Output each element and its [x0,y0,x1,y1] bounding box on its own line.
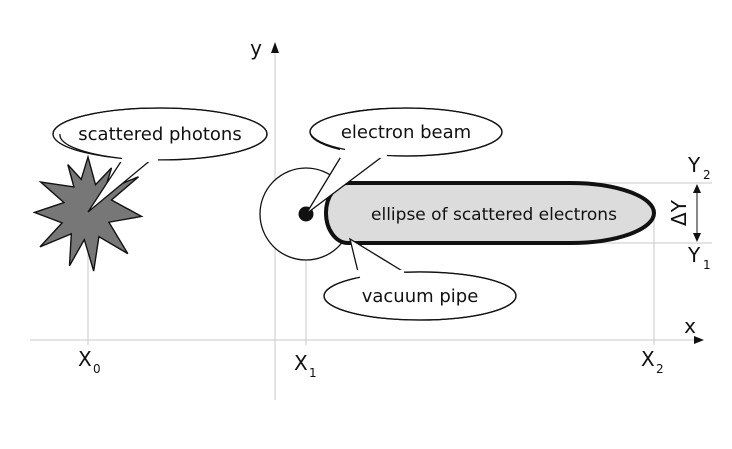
x2-marker: X 2 [641,347,664,376]
x-axis-arrowhead [694,336,704,344]
callout-vacuum-pipe: vacuum pipe [323,237,517,321]
svg-text:1: 1 [309,366,317,380]
x-axis-label: x [684,314,696,338]
x0-marker: X 0 [78,347,101,376]
delta-y-label: ΔY [667,199,691,226]
svg-text:X: X [294,351,308,375]
svg-text:1: 1 [703,258,711,272]
svg-text:Y: Y [687,243,701,267]
callout-scattered-photons: scattered photons [52,107,268,213]
svg-text:X: X [641,347,655,371]
callout-electron-beam: electron beam [305,107,503,215]
ellipse-label: ellipse of scattered electrons [371,205,617,225]
scattered-photons-star-icon [32,154,144,272]
x1-marker: X 1 [294,351,317,380]
y2-marker: Y 2 [687,153,711,182]
y1-marker: Y 1 [687,243,711,272]
callout-pipe-text: vacuum pipe [362,286,479,307]
svg-text:0: 0 [93,362,101,376]
delta-y-arrow-bottom [693,233,701,242]
callout-photons-text: scattered photons [78,124,241,145]
delta-y-arrow-top [693,184,701,193]
callout-beam-text: electron beam [341,122,471,143]
svg-text:2: 2 [703,168,711,182]
y-axis-arrowhead [271,42,279,53]
svg-text:Y: Y [687,153,701,177]
scattered-electrons-ellipse [324,181,656,245]
svg-text:X: X [78,347,92,371]
svg-text:2: 2 [656,362,664,376]
y-axis-label: y [250,36,262,60]
